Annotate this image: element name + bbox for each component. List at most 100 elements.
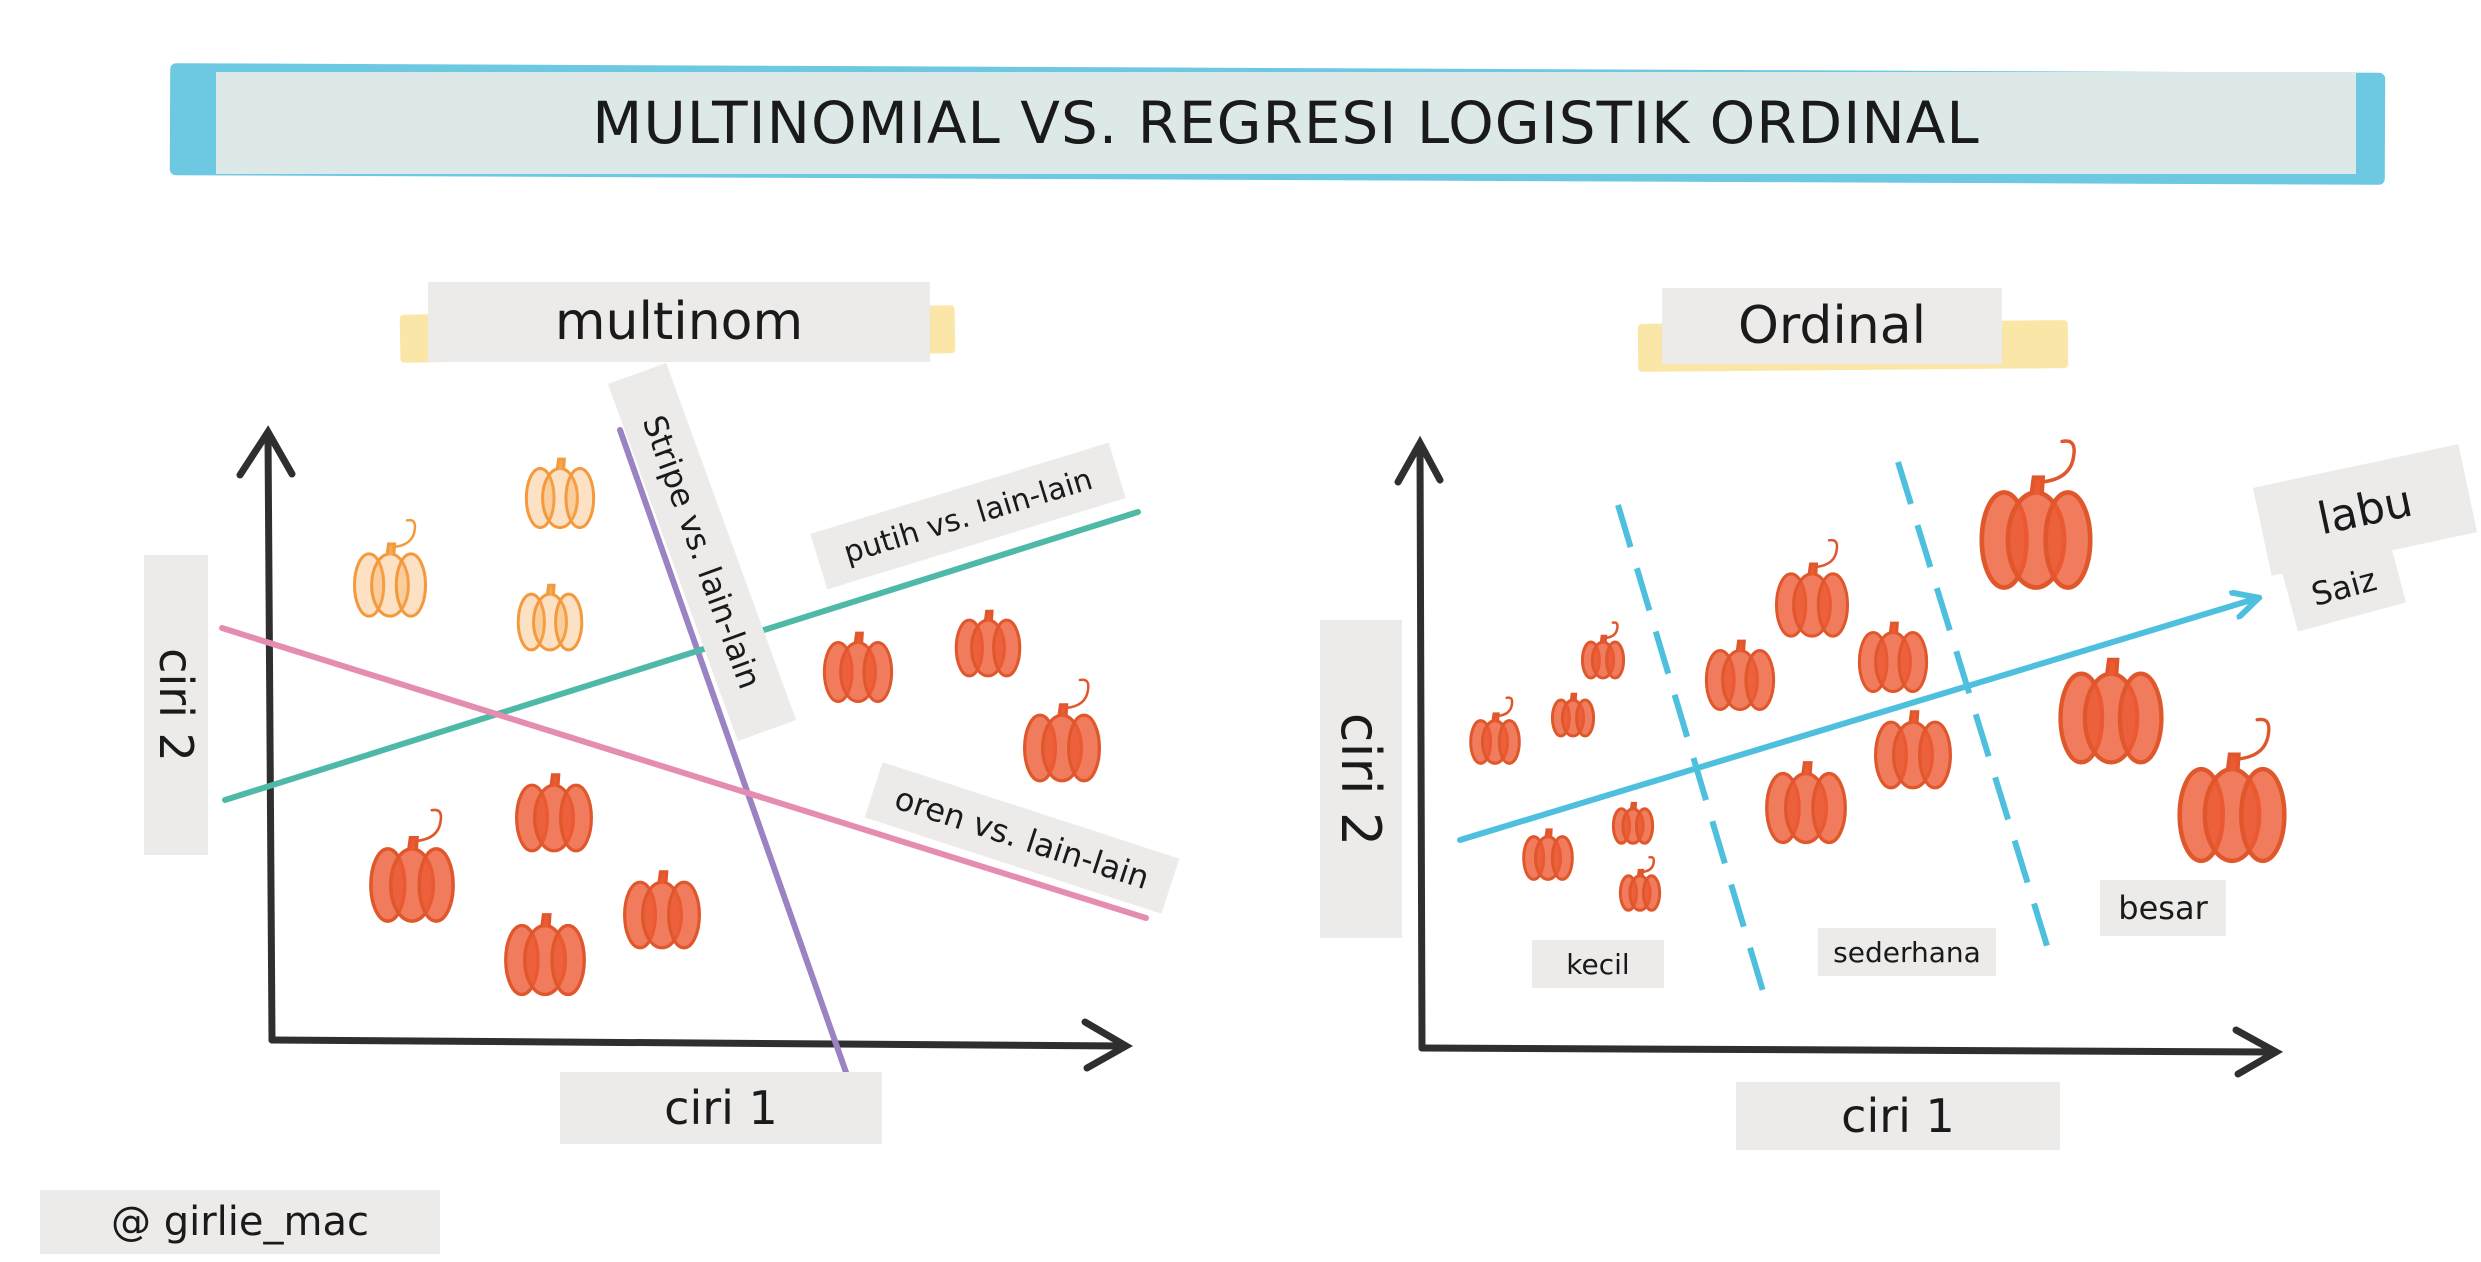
pumpkin-vine [1496, 696, 1514, 718]
multinomial-x-label-text: ciri 1 [664, 1081, 778, 1135]
pumpkin-icon [1580, 621, 1626, 680]
pumpkin-stem [983, 609, 994, 622]
pumpkin-lobe [862, 640, 894, 704]
pumpkin-stem [1057, 703, 1069, 717]
pumpkin-lobe [394, 552, 428, 618]
pumpkin-vine [1064, 678, 1090, 710]
putih-line [222, 509, 1141, 803]
pumpkin-vine [1814, 538, 1839, 569]
pumpkin-stem [2104, 657, 2120, 677]
pumpkins [352, 439, 2287, 997]
pumpkin-icon [2058, 657, 2164, 765]
oren-line [219, 625, 1149, 921]
pumpkin-lobe [554, 592, 584, 652]
pumpkin-vine [1640, 855, 1656, 874]
multinomial-y-arrowhead [236, 425, 296, 479]
labu-label-text: labu [2313, 475, 2417, 545]
ordinal-x-label: ciri 1 [1736, 1082, 2060, 1150]
pumpkin-lobe [2117, 671, 2164, 765]
credit-text: @ girlie_mac [111, 1199, 369, 1245]
pumpkin-lobe [1897, 630, 1929, 694]
pumpkin-icon [822, 631, 894, 704]
pumpkin-lobe [564, 466, 596, 530]
pumpkin-lobe [1605, 640, 1626, 680]
pumpkin-lobe [516, 592, 546, 652]
pumpkin-icon [1765, 761, 1847, 845]
pumpkin-lobe [2239, 766, 2287, 864]
page-title-text: MULTINOMIAL VS. REGRESI LOGISTIK ORDINAL [592, 89, 1980, 157]
threshold-1 [1615, 504, 1771, 1009]
pumpkin-icon [1857, 621, 1929, 694]
pumpkin-stem [853, 631, 864, 645]
pumpkin-icon [954, 609, 1022, 678]
multinomial-x-arrowhead [1081, 1018, 1134, 1072]
category-besar-text: besar [2118, 889, 2208, 927]
pumpkin-lobe [667, 880, 701, 950]
threshold-2 [1895, 461, 2055, 963]
pumpkin-icon [524, 457, 596, 530]
pumpkin-stem [540, 913, 552, 928]
pumpkin-stem [555, 457, 566, 471]
multinomial-x-label: ciri 1 [560, 1072, 882, 1144]
pumpkin-stem [1544, 828, 1553, 838]
pumpkin-stem [2029, 475, 2046, 496]
pumpkin-stem [385, 542, 397, 556]
pumpkin-icon [352, 518, 428, 618]
pumpkin-icon [1522, 828, 1574, 881]
ordinal-axes [1394, 435, 2284, 1078]
pumpkin-lobe [1497, 719, 1521, 765]
pumpkin-icon [1979, 439, 2093, 590]
category-kecil: kecil [1532, 940, 1664, 988]
pumpkin-icon [1618, 855, 1662, 912]
pumpkin-vine [392, 518, 417, 549]
pumpkin-stem [1801, 761, 1813, 776]
pumpkin-lobe [1067, 713, 1101, 783]
pumpkin-lobe [1634, 807, 1655, 845]
pumpkin-lobe [559, 783, 593, 853]
pumpkin-stem [1888, 621, 1899, 635]
pumpkin-vine [415, 808, 443, 843]
pumpkin-icon [504, 913, 586, 997]
pumpkin-stem [1807, 562, 1819, 576]
pumpkin-lobe [1918, 720, 1952, 790]
pumpkin-icon [2177, 717, 2287, 864]
pumpkin-lobe [1641, 874, 1662, 912]
pumpkin-lobe [417, 847, 455, 923]
multinomial-y-label-text: ciri 2 [149, 648, 203, 762]
pumpkin-lobe [1550, 835, 1574, 881]
credit-label: @ girlie_mac [40, 1190, 440, 1254]
multinom-heading-text: multinom [554, 292, 804, 352]
pumpkin-lobe [524, 466, 556, 530]
pumpkin-icon [1774, 538, 1850, 638]
pumpkin-stem [406, 835, 419, 851]
pumpkin-stem [2225, 752, 2241, 772]
pumpkin-lobe [352, 552, 386, 618]
pumpkin-icon [516, 583, 584, 652]
ordinal-y-axis [1416, 441, 1426, 1052]
pumpkin-icon [369, 808, 455, 923]
pumpkin-stem [1629, 801, 1638, 810]
stripe-line [617, 427, 851, 1081]
category-besar: besar [2100, 880, 2226, 936]
ordinal-y-label: ciri 2 [1320, 620, 1402, 938]
pumpkin-stem [1908, 710, 1920, 724]
size-axis-line [1457, 598, 2258, 843]
pumpkin-icon [1874, 710, 1952, 790]
pumpkin-icon [1704, 639, 1776, 712]
ordinal-heading: Ordinal [1662, 288, 2002, 364]
pumpkin-stem [1735, 639, 1746, 653]
pumpkin-icon [515, 773, 593, 853]
pumpkin-icon [1469, 696, 1521, 765]
pumpkin-stem [545, 583, 556, 596]
multinomial-y-axis [264, 430, 276, 1044]
saiz-label-text: Saiz [2307, 560, 2381, 614]
pumpkin-stem [657, 870, 669, 884]
multinomial-x-axis [268, 1036, 1128, 1050]
pumpkin-stem [1569, 692, 1578, 702]
ordinal-heading-text: Ordinal [1737, 296, 1927, 356]
pumpkin-vine [2235, 717, 2271, 761]
pumpkin-lobe [1744, 648, 1776, 712]
pumpkin-vine [2040, 439, 2076, 484]
pumpkin-lobe [1816, 572, 1850, 638]
